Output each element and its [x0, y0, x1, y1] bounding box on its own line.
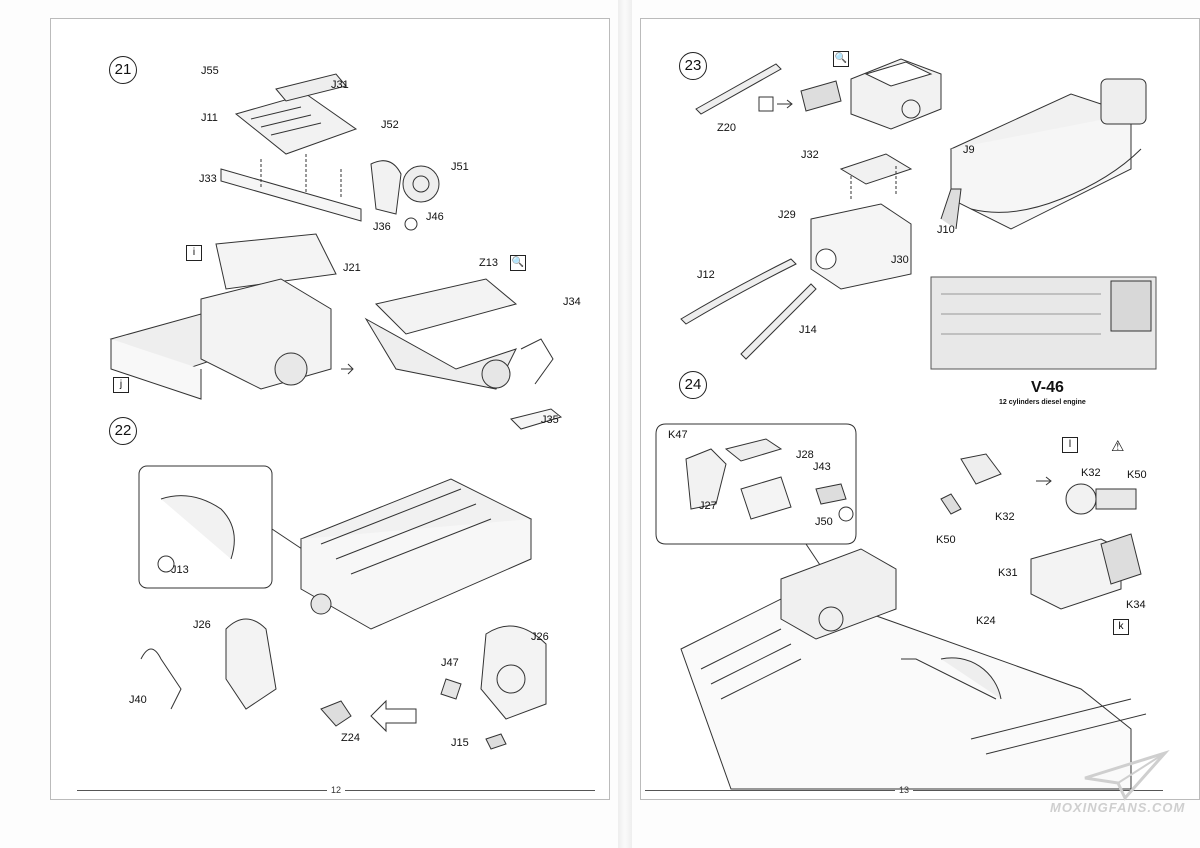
part-label: J51: [451, 161, 469, 173]
assembly-drawings-left: [109, 73, 563, 750]
part-label: J40: [129, 694, 147, 706]
page-number: 12: [73, 785, 599, 795]
part-label: J34: [563, 296, 581, 308]
instruction-page-right: 23 🔍 Z20 J32 J9 J29 J10 J12 J30 J14 V-46…: [640, 18, 1200, 800]
part-label: J46: [426, 211, 444, 223]
callout-box: i: [186, 245, 202, 261]
part-label: K24: [976, 615, 996, 627]
part-label: K34: [1126, 599, 1146, 611]
paper-plane-logo-icon: [1084, 749, 1170, 801]
watermark: MOXINGFANS.COM: [1050, 800, 1186, 815]
part-label: K47: [668, 429, 688, 441]
part-label: K50: [1127, 469, 1147, 481]
part-label: J11: [201, 112, 218, 124]
part-label: J33: [199, 173, 217, 185]
part-label: K50: [936, 534, 956, 546]
step-number: 24: [679, 371, 707, 399]
part-label: J55: [201, 65, 219, 77]
callout-box: k: [1113, 619, 1129, 635]
page-gutter: [618, 0, 632, 848]
step-number: 22: [109, 417, 137, 445]
part-label: J12: [697, 269, 715, 281]
callout-box: 🔍: [833, 51, 849, 67]
part-label: J36: [373, 221, 391, 233]
callout-box: j: [113, 377, 129, 393]
step-number: 21: [109, 56, 137, 84]
part-label: J10: [937, 224, 955, 236]
engine-subtitle: 12 cylinders diesel engine: [999, 399, 1086, 406]
part-label: J43: [813, 461, 831, 473]
part-label: J14: [799, 324, 817, 336]
part-label: J26: [193, 619, 211, 631]
part-label: K31: [998, 567, 1018, 579]
part-label: J26: [531, 631, 549, 643]
part-label: J52: [381, 119, 399, 131]
part-label: K32: [1081, 467, 1101, 479]
part-label: J27: [699, 500, 717, 512]
step-number: 23: [679, 52, 707, 80]
part-label: J50: [815, 516, 833, 528]
part-label: Z13: [479, 257, 498, 269]
warning-icon: ⚠: [1111, 438, 1125, 455]
part-label: J28: [796, 449, 814, 461]
part-label: J31: [331, 79, 349, 91]
part-label: J35: [541, 414, 559, 426]
engine-title: V-46: [1031, 379, 1064, 396]
part-label: J47: [441, 657, 459, 669]
part-label: Z20: [717, 122, 736, 134]
callout-box: l: [1062, 437, 1078, 453]
part-label: J13: [171, 564, 189, 576]
part-label: J32: [801, 149, 819, 161]
part-label: J29: [778, 209, 796, 221]
assembly-drawings-right: [655, 58, 1157, 790]
part-label: J30: [891, 254, 909, 266]
page-number: 13: [641, 785, 1167, 795]
part-label: Z24: [341, 732, 360, 744]
part-label: J9: [963, 144, 975, 156]
part-label: J15: [451, 737, 469, 749]
part-label: J21: [343, 262, 361, 274]
instruction-page-left: 21 J55 J31 J11 J52 J51 J33 J46 J36 i J21…: [50, 18, 610, 800]
callout-box: 🔍: [510, 255, 526, 271]
part-label: K32: [995, 511, 1015, 523]
